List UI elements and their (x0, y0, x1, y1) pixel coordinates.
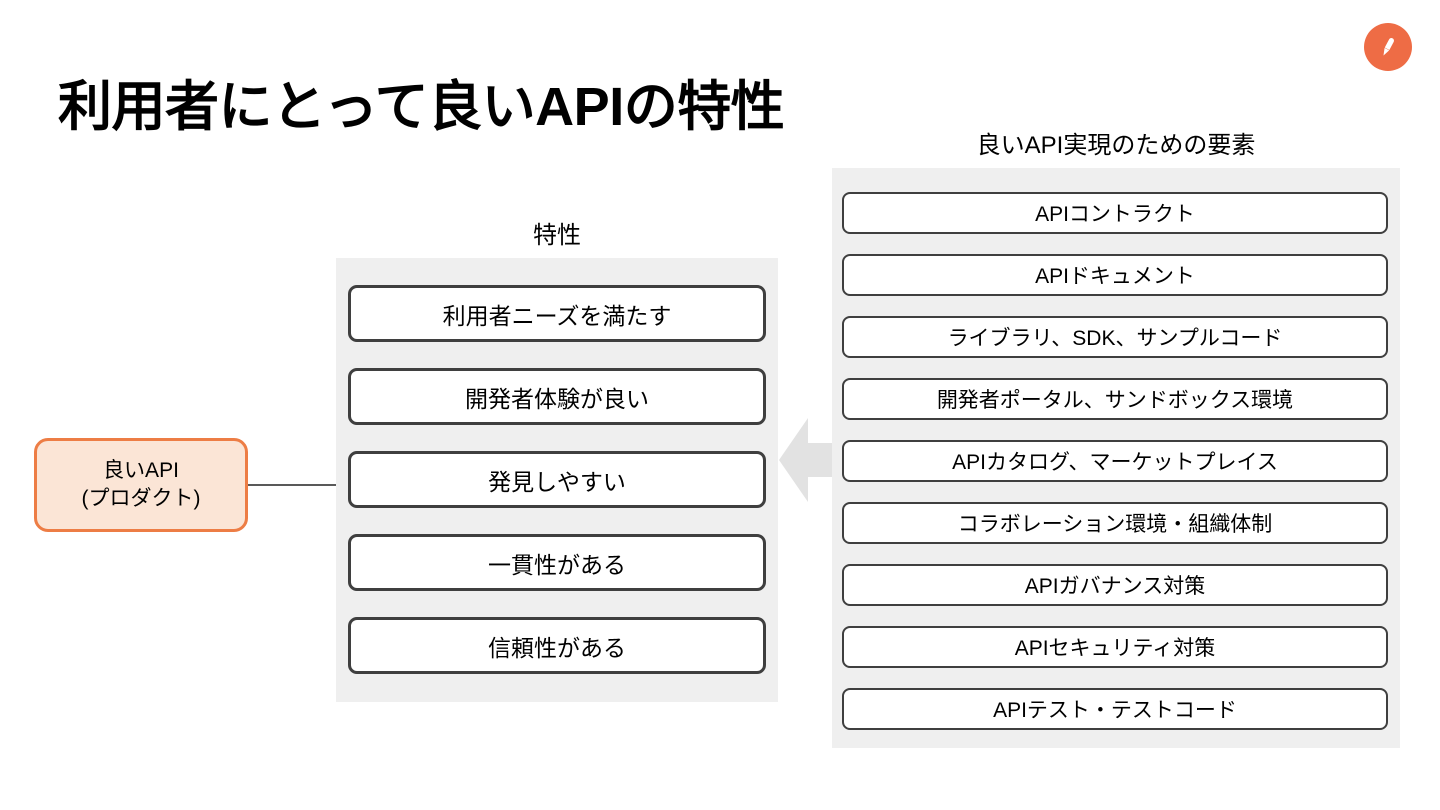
characteristics-list: 利用者ニーズを満たす 開発者体験が良い 発見しやすい 一貫性がある 信頼性がある (348, 285, 766, 674)
brand-logo (1364, 23, 1412, 71)
list-item-label: ライブラリ、SDK、サンプルコード (947, 327, 1283, 350)
list-item[interactable]: 発見しやすい (348, 451, 766, 508)
list-item[interactable]: APIガバナンス対策 (842, 564, 1388, 606)
list-item-label: 発見しやすい (488, 468, 626, 495)
enablers-heading: 良いAPI実現のための要素 (976, 132, 1256, 159)
list-item[interactable]: 信頼性がある (348, 617, 766, 674)
characteristics-heading: 特性 (533, 222, 581, 249)
arrow-left-icon (779, 414, 833, 506)
pen-icon (1375, 34, 1401, 60)
list-item-label: APIカタログ、マーケットプレイス (952, 451, 1278, 474)
page-title: 利用者にとって良いAPIの特性 (58, 77, 785, 137)
list-item-label: APIコントラクト (1035, 203, 1195, 226)
list-item[interactable]: 一貫性がある (348, 534, 766, 591)
list-item-label: コラボレーション環境・組織体制 (957, 513, 1273, 536)
list-item[interactable]: ライブラリ、SDK、サンプルコード (842, 316, 1388, 358)
list-item[interactable]: APIカタログ、マーケットプレイス (842, 440, 1388, 482)
list-item-label: 開発者ポータル、サンドボックス環境 (936, 389, 1294, 412)
list-item-label: APIガバナンス対策 (1024, 575, 1206, 598)
list-item-label: APIドキュメント (1035, 265, 1195, 288)
list-item[interactable]: APIセキュリティ対策 (842, 626, 1388, 668)
list-item-label: 一貫性がある (488, 551, 626, 578)
source-node-good-api[interactable]: 良いAPI (プロダクト) (34, 438, 248, 532)
list-item-label: 開発者体験が良い (465, 385, 649, 412)
list-item-label: APIセキュリティ対策 (1014, 637, 1216, 660)
list-item[interactable]: APIコントラクト (842, 192, 1388, 234)
list-item[interactable]: 開発者ポータル、サンドボックス環境 (842, 378, 1388, 420)
list-item-label: APIテスト・テストコード (993, 699, 1237, 722)
list-item-label: 利用者ニーズを満たす (442, 302, 672, 329)
list-item[interactable]: APIテスト・テストコード (842, 688, 1388, 730)
source-node-line2: (プロダクト) (81, 487, 201, 510)
list-item-label: 信頼性がある (488, 634, 626, 661)
list-item[interactable]: コラボレーション環境・組織体制 (842, 502, 1388, 544)
enablers-list: APIコントラクト APIドキュメント ライブラリ、SDK、サンプルコード 開発… (842, 192, 1388, 730)
list-item[interactable]: APIドキュメント (842, 254, 1388, 296)
list-item[interactable]: 開発者体験が良い (348, 368, 766, 425)
list-item[interactable]: 利用者ニーズを満たす (348, 285, 766, 342)
connector-line (248, 484, 348, 486)
source-node-line1: 良いAPI (103, 458, 179, 482)
